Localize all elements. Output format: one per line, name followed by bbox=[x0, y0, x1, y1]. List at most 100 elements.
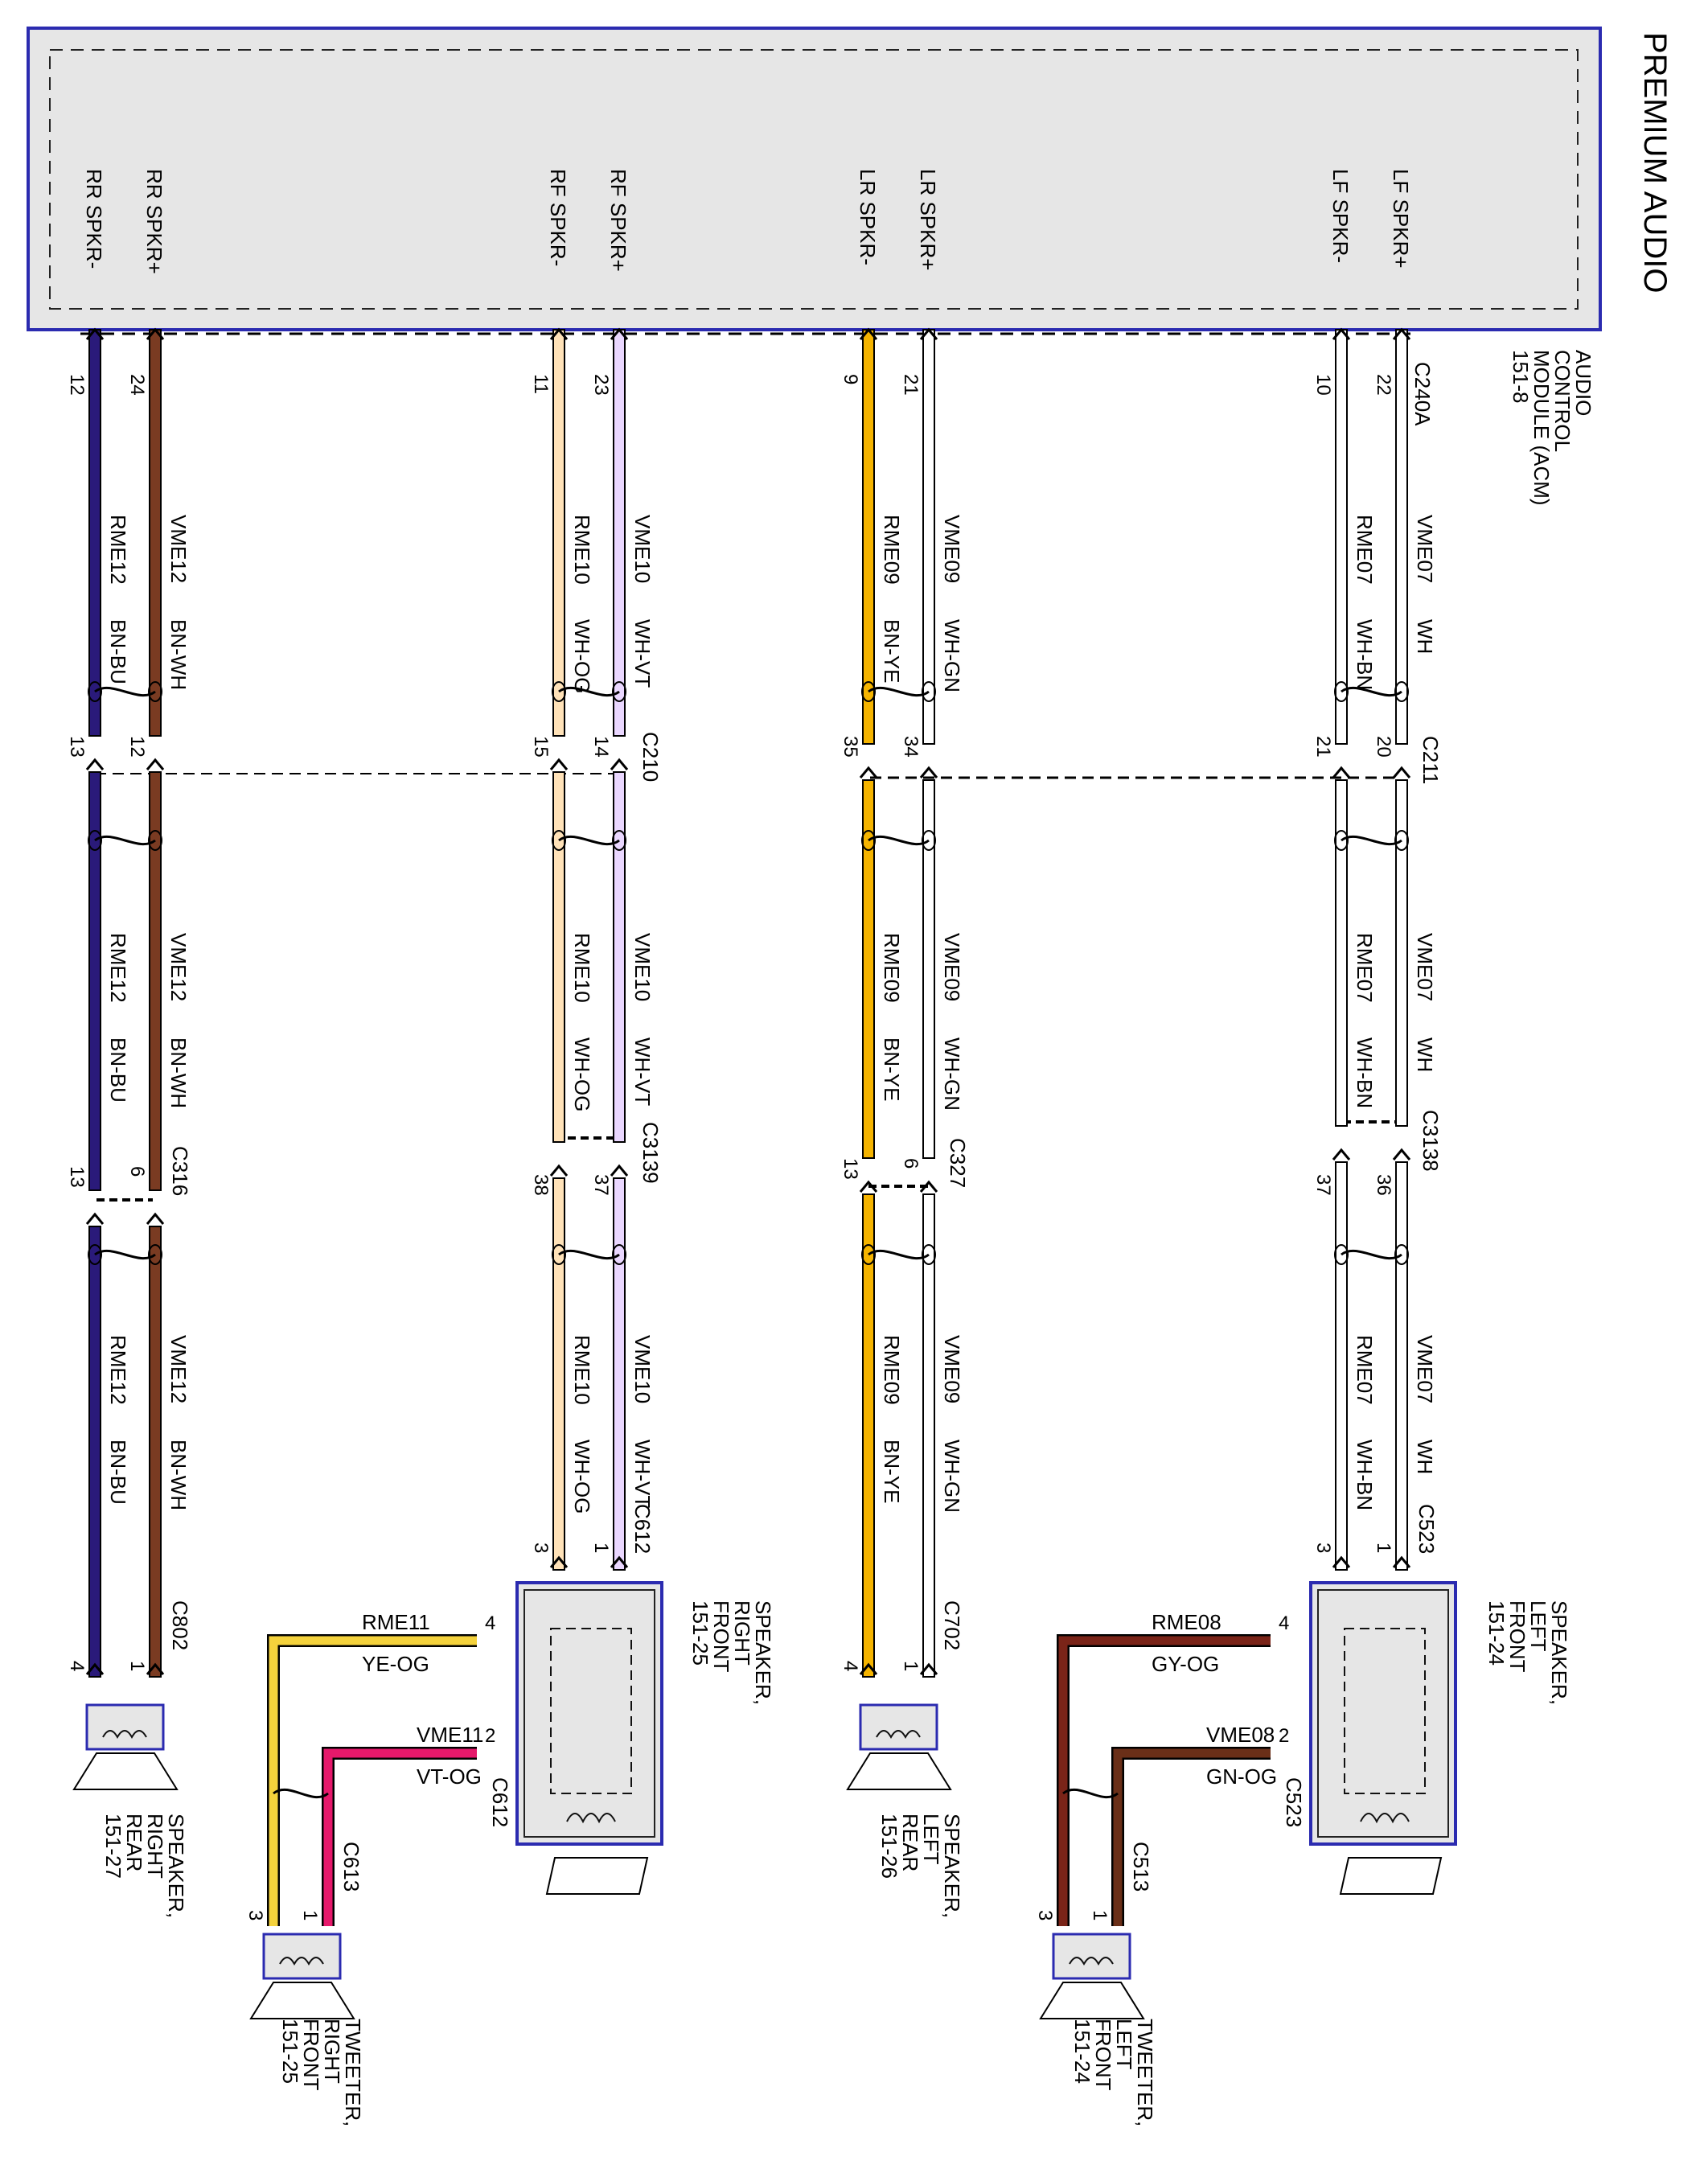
circuit-label: RME12 bbox=[106, 515, 130, 585]
twist-loop bbox=[922, 830, 936, 851]
pin-number: 6 bbox=[126, 1166, 148, 1177]
pin-number: 12 bbox=[126, 736, 148, 758]
circuit-label: RME10 bbox=[570, 1335, 594, 1405]
pin-number: 2 bbox=[1279, 1725, 1289, 1747]
terminal-arrow bbox=[919, 766, 938, 778]
pin-number: 3 bbox=[530, 1543, 552, 1553]
color-code-label: WH-BN bbox=[1353, 1037, 1377, 1108]
terminal-arrow bbox=[1332, 1555, 1351, 1568]
twist-loop bbox=[148, 1244, 162, 1265]
speaker-label-rr: SPEAKER,RIGHTREAR151-27 bbox=[101, 1814, 188, 1918]
twist-loop bbox=[88, 681, 102, 702]
pin-number: 12 bbox=[66, 374, 88, 396]
pin-number: 35 bbox=[840, 736, 861, 758]
tweeter-circuit-label: VME11 bbox=[417, 1723, 483, 1747]
twisted-pair-marker bbox=[94, 1249, 156, 1260]
color-code-label: WH-BN bbox=[1353, 1440, 1377, 1510]
pin-number: 13 bbox=[840, 1158, 861, 1180]
pin-number: 34 bbox=[900, 736, 922, 758]
tweeter-wire-rf-lower bbox=[323, 1748, 477, 1926]
wire-rf-1-seg2 bbox=[613, 1177, 626, 1571]
tweeter-speaker-connector-label: C612 bbox=[488, 1777, 512, 1827]
terminal-arrow bbox=[610, 1555, 629, 1568]
terminal-arrow bbox=[1392, 1148, 1411, 1160]
twist-loop bbox=[922, 681, 936, 702]
terminal-arrow bbox=[859, 766, 878, 778]
pin-number: 1 bbox=[1373, 1543, 1394, 1553]
svg-text:AUDIOCONTROLMODULE (ACM)151-8: AUDIOCONTROLMODULE (ACM)151-8 bbox=[1509, 350, 1595, 506]
wire-rf-1-seg1 bbox=[613, 771, 626, 1143]
pin-number: 2 bbox=[485, 1725, 495, 1747]
color-code-label: WH-OG bbox=[570, 619, 594, 693]
tweeter-color-label: GY-OG bbox=[1152, 1652, 1219, 1676]
tweeter-color-label: GN-OG bbox=[1206, 1764, 1277, 1789]
circuit-label: VME12 bbox=[166, 933, 191, 1001]
terminal-name-lr-0: LR SPKR- bbox=[856, 169, 880, 265]
terminal-arrow bbox=[610, 1164, 629, 1177]
tweeter-speaker-connector-label: C523 bbox=[1282, 1777, 1306, 1827]
twist-loop bbox=[1394, 830, 1409, 851]
connector-label-c3138: C3138 bbox=[1419, 1110, 1443, 1172]
tweeter-color-label: VT-OG bbox=[417, 1764, 482, 1789]
twist-loop bbox=[552, 830, 566, 851]
twist-loop bbox=[1334, 1244, 1349, 1265]
pin-number: 15 bbox=[530, 736, 552, 758]
speaker-right-front bbox=[515, 1581, 663, 1895]
wire-lf-1-seg2 bbox=[1395, 1161, 1408, 1571]
wire-rf-0-seg2 bbox=[552, 1177, 565, 1571]
color-code-label: BN-BU bbox=[106, 619, 130, 684]
pin-number: 23 bbox=[590, 374, 612, 396]
tweeter-color-label: YE-OG bbox=[362, 1652, 429, 1676]
color-code-label: WH bbox=[1413, 1037, 1437, 1072]
circuit-label: VME07 bbox=[1413, 515, 1437, 583]
circuit-label: VME10 bbox=[630, 1335, 655, 1403]
twist-loop bbox=[148, 681, 162, 702]
color-code-label: WH bbox=[1413, 1440, 1437, 1474]
terminal-arrow bbox=[610, 327, 629, 340]
pin-number: 38 bbox=[530, 1174, 552, 1196]
connector-label-c523: C523 bbox=[1414, 1504, 1439, 1554]
twist-loop bbox=[612, 1244, 626, 1265]
color-code-label: WH-OG bbox=[570, 1037, 594, 1111]
twist-loop bbox=[148, 830, 162, 851]
module-connector-label: C240A bbox=[1410, 362, 1435, 426]
terminal-arrow bbox=[859, 1180, 878, 1193]
twisted-pair-marker bbox=[868, 835, 930, 846]
tweeter-wire-group: RME11YE-OG43VME11VT-OG21C612C613RME08GY-… bbox=[244, 1610, 1306, 1926]
speaker-label-lr: SPEAKER,LEFTREAR151-26 bbox=[877, 1814, 964, 1918]
pin-number: 6 bbox=[900, 1158, 922, 1169]
wire-lr-0-seg1 bbox=[862, 779, 875, 1159]
connector-label-c327: C327 bbox=[946, 1138, 970, 1188]
speaker-label-lf: SPEAKER,LEFTFRONT151-24 bbox=[1484, 1600, 1571, 1705]
tweeter-circuit-label: VME08 bbox=[1206, 1723, 1275, 1747]
pin-number: 22 bbox=[1373, 374, 1394, 396]
tweeter-left-front bbox=[1039, 1933, 1145, 2019]
wire-rr-1-seg2 bbox=[149, 1226, 162, 1678]
color-code-label: BN-YE bbox=[880, 1037, 904, 1101]
wire-rr-0-seg2 bbox=[88, 1226, 101, 1678]
pin-number: 24 bbox=[126, 374, 148, 396]
pin-number: 3 bbox=[1034, 1910, 1056, 1920]
terminal-arrow bbox=[146, 1212, 165, 1225]
circuit-label: VME09 bbox=[940, 1335, 964, 1403]
circuit-label: RME07 bbox=[1353, 515, 1377, 585]
pin-number: 20 bbox=[1373, 736, 1394, 758]
circuit-label: RME09 bbox=[880, 1335, 904, 1405]
terminal-arrow bbox=[859, 1662, 878, 1675]
circuit-label: VME12 bbox=[166, 1335, 191, 1403]
circuit-label: RME10 bbox=[570, 933, 594, 1003]
circuit-label: VME09 bbox=[940, 933, 964, 1001]
terminal-arrow bbox=[549, 327, 569, 340]
connector-label-c211: C211 bbox=[1419, 736, 1443, 784]
pin-number: 10 bbox=[1312, 374, 1334, 396]
speaker-left-rear bbox=[846, 1703, 952, 1790]
terminal-arrow bbox=[549, 1555, 569, 1568]
terminal-name-lr-1: LR SPKR+ bbox=[916, 169, 940, 270]
circuit-label: VME10 bbox=[630, 933, 655, 1001]
wire-lf-0-seg1 bbox=[1335, 779, 1348, 1127]
color-code-label: WH-VT bbox=[630, 1037, 655, 1106]
wire-lf-0-seg2 bbox=[1335, 1161, 1348, 1571]
wire-lr-0-seg2 bbox=[862, 1193, 875, 1678]
wire-lr-1-seg1 bbox=[922, 779, 935, 1159]
twist-loop bbox=[1394, 681, 1409, 702]
